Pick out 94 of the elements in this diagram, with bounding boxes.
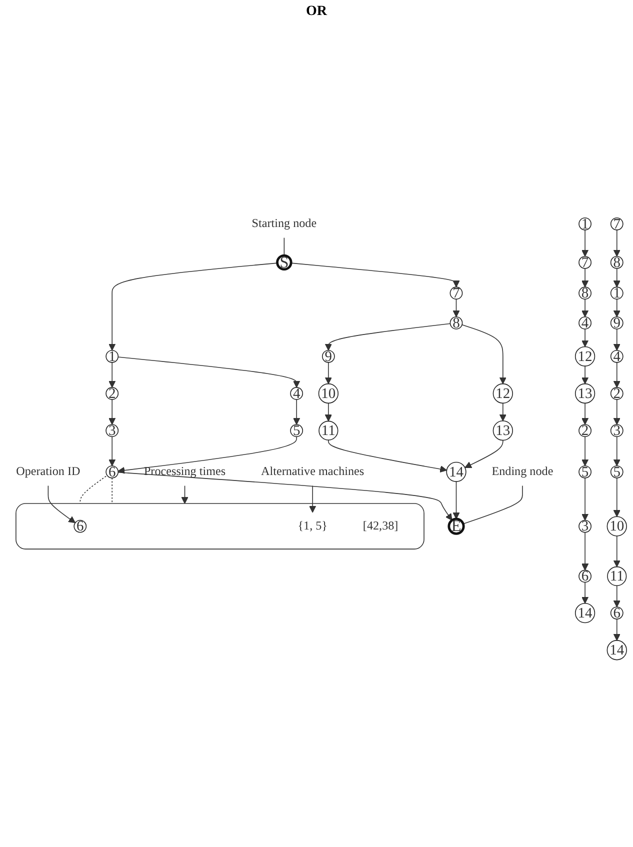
node-circle: 11 bbox=[607, 566, 627, 586]
node-circle: 2 bbox=[610, 387, 624, 400]
arrow bbox=[613, 399, 620, 425]
node-circle: 6 bbox=[610, 606, 624, 620]
node-circle: 6 bbox=[578, 570, 592, 583]
node-circle: 8 bbox=[450, 316, 463, 330]
or-label: OR bbox=[306, 4, 327, 19]
node-circle: S bbox=[276, 254, 292, 271]
arrow bbox=[452, 298, 460, 318]
arrow bbox=[118, 356, 300, 388]
arrow bbox=[613, 230, 620, 257]
node-circle: 6 bbox=[106, 465, 119, 478]
node-circle: 7 bbox=[450, 286, 463, 300]
arrow bbox=[613, 585, 620, 608]
arrow bbox=[581, 268, 589, 288]
cluster bbox=[16, 503, 424, 550]
node-circle: 4 bbox=[610, 350, 624, 363]
arrow bbox=[462, 324, 506, 384]
arrow bbox=[118, 436, 297, 474]
node-circle: 11 bbox=[318, 420, 338, 440]
node-circle: 10 bbox=[606, 516, 627, 536]
arrow bbox=[108, 399, 116, 425]
node-circle: 8 bbox=[610, 256, 624, 269]
arrow bbox=[324, 323, 451, 351]
arrow bbox=[613, 362, 620, 388]
node-circle: 7 bbox=[578, 256, 592, 269]
node-circle: 7 bbox=[610, 217, 624, 230]
arrow bbox=[108, 262, 278, 351]
node-circle: 14 bbox=[606, 640, 627, 660]
arrow bbox=[581, 328, 589, 348]
node-circle: 6 bbox=[74, 520, 87, 533]
arrow bbox=[48, 485, 76, 524]
node-circle: 1 bbox=[578, 217, 592, 230]
arrow bbox=[613, 298, 620, 318]
connector bbox=[284, 237, 285, 256]
arrow bbox=[328, 440, 448, 473]
arrow bbox=[293, 399, 300, 425]
node-text: Operation ID bbox=[16, 465, 80, 478]
arrow bbox=[581, 436, 589, 466]
node-circle: 3 bbox=[610, 424, 624, 438]
node-circle: 2 bbox=[578, 424, 592, 438]
arrow bbox=[108, 436, 116, 466]
arrow bbox=[464, 440, 504, 468]
arrow bbox=[613, 536, 620, 568]
node-circle: 5 bbox=[610, 465, 624, 478]
arrow bbox=[499, 402, 506, 422]
connector bbox=[462, 485, 523, 524]
node-text: Starting node bbox=[252, 217, 317, 230]
arrow bbox=[290, 262, 460, 288]
arrow bbox=[613, 478, 620, 517]
arrow bbox=[613, 436, 620, 466]
node-circle: 4 bbox=[290, 387, 304, 400]
arrow bbox=[581, 478, 589, 521]
node-circle: 13 bbox=[574, 383, 596, 404]
arrow bbox=[108, 362, 116, 388]
node-circle: 10 bbox=[318, 383, 338, 404]
node-circle: 2 bbox=[106, 387, 119, 400]
node-circle: 1 bbox=[106, 350, 119, 363]
arrow bbox=[613, 268, 620, 288]
node-circle: 14 bbox=[574, 602, 596, 624]
node-circle: 12 bbox=[492, 383, 513, 404]
arrow bbox=[324, 362, 332, 384]
arrow bbox=[118, 472, 452, 521]
arrow bbox=[452, 481, 460, 520]
node-circle: 3 bbox=[578, 520, 592, 533]
node-text: Alternative machines bbox=[261, 465, 364, 478]
arrow bbox=[581, 582, 589, 604]
arrow bbox=[581, 532, 589, 570]
node-circle: E bbox=[448, 518, 465, 535]
arrow bbox=[181, 485, 188, 504]
arrow bbox=[581, 298, 589, 318]
node-circle: 12 bbox=[574, 346, 596, 366]
arrow bbox=[581, 366, 589, 384]
node-circle: 5 bbox=[578, 465, 592, 478]
node-circle: 1 bbox=[610, 286, 624, 300]
node-text: Ending node bbox=[492, 465, 554, 478]
connector bbox=[80, 476, 106, 504]
arrow bbox=[613, 328, 620, 351]
node-circle: 8 bbox=[578, 286, 592, 300]
node-text: {1, 5} bbox=[298, 520, 328, 533]
node-text: [42,38] bbox=[362, 520, 398, 533]
node-circle: 3 bbox=[106, 424, 119, 438]
node-circle: 5 bbox=[290, 424, 304, 438]
node-circle: 13 bbox=[492, 420, 513, 441]
arrow bbox=[581, 230, 589, 257]
node-circle: 9 bbox=[610, 316, 624, 330]
arrow bbox=[324, 402, 332, 422]
node-circle: 9 bbox=[322, 350, 335, 363]
node-text: Processing times bbox=[144, 465, 226, 478]
arrow bbox=[581, 402, 589, 425]
node-circle: 4 bbox=[578, 316, 592, 330]
arrow bbox=[613, 618, 620, 641]
node-circle: 14 bbox=[446, 462, 466, 482]
arrow bbox=[309, 485, 316, 513]
